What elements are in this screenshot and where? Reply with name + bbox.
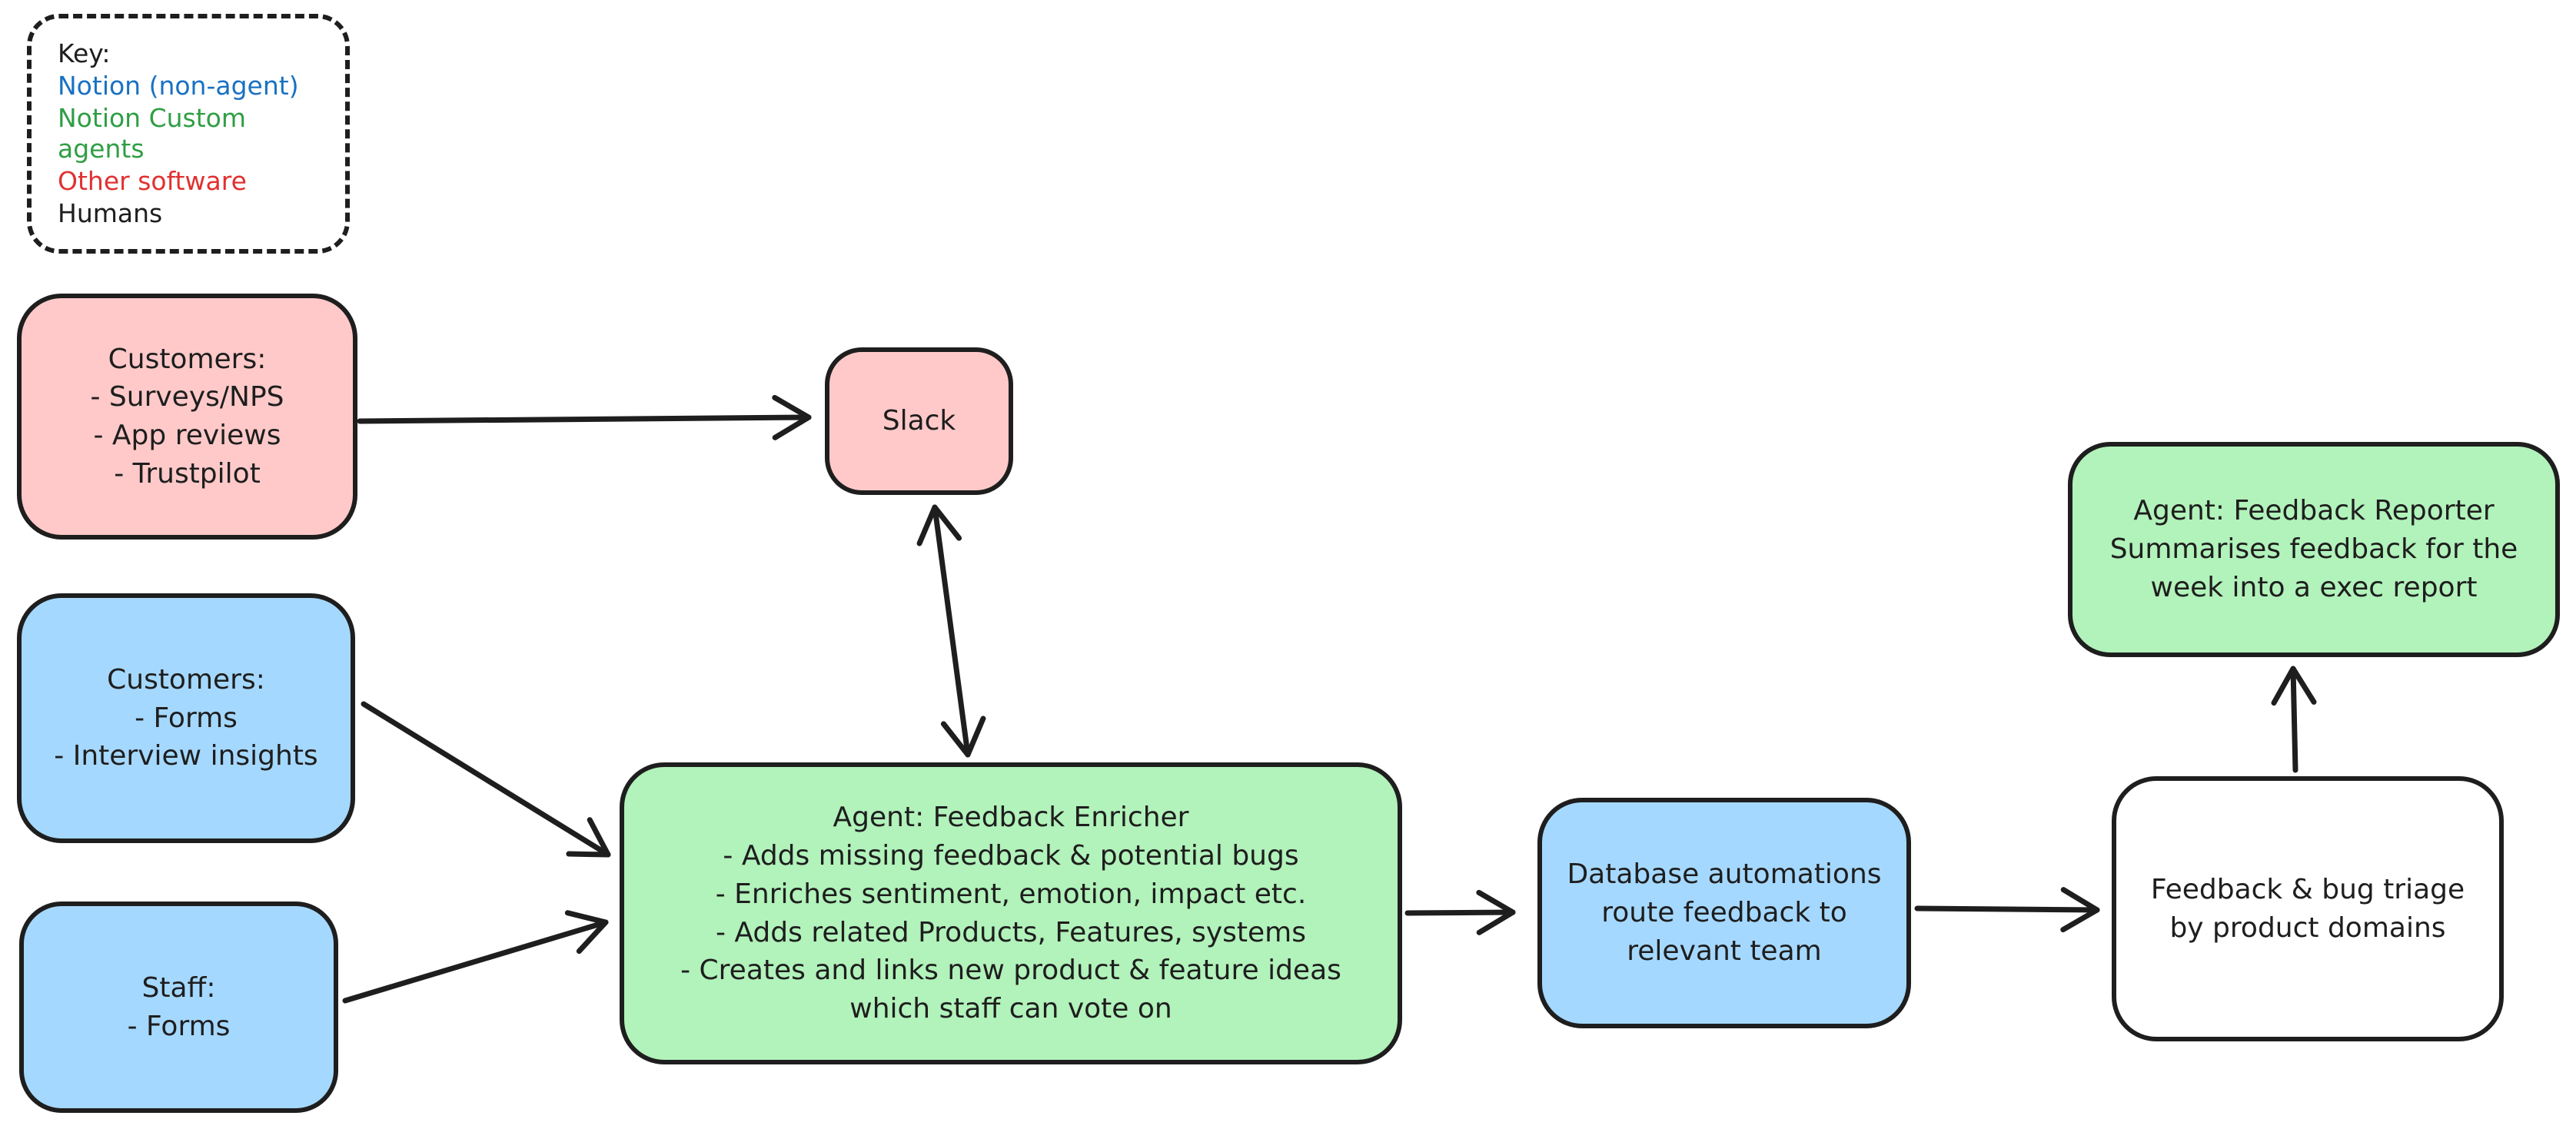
node-staff-forms: Staff: - Forms [19,902,338,1113]
node-text-line: - Creates and links new product & featur… [680,955,1341,987]
arrow-database-to-triage [1914,887,2100,933]
node-feedback-reporter: Agent: Feedback Reporter Summarises feed… [2068,442,2560,657]
node-customers-forms: Customers: - Forms - Interview insights [17,593,355,843]
node-text-line: Customers: [107,663,265,696]
arrow-enricher-to-database [1404,889,1516,935]
node-text-line: by product domains [2169,912,2446,944]
node-text-line: - Surveys/NPS [90,381,284,413]
node-text-line: Summarises feedback for the [2109,533,2518,566]
node-text-line: Feedback & bug triage [2150,873,2465,905]
node-database-automations: Database automations route feedback to r… [1537,798,1911,1028]
arrow-triage-to-reporter [2271,666,2317,773]
legend-item-humans: Humans [58,198,163,229]
legend-item-notion-non-agent: Notion (non-agent) [58,71,299,101]
node-text-line: - Adds related Products, Features, syste… [715,916,1307,948]
node-text-line: - Forms [135,702,238,734]
node-text-line: Staff: [141,971,216,1004]
node-text-line: - Interview insights [54,740,318,772]
node-customers-sources: Customers: - Surveys/NPS - App reviews -… [17,294,357,540]
node-text-line: - Trustpilot [114,457,261,490]
node-feedback-triage: Feedback & bug triage by product domains [2112,776,2504,1041]
node-text-line: - Adds missing feedback & potential bugs [723,840,1299,872]
node-text-line: Agent: Feedback Enricher [833,802,1189,834]
node-text-line: which staff can vote on [849,992,1172,1024]
node-text-line: route feedback to [1601,897,1847,929]
legend-title: Key: [58,38,111,68]
arrow-customers-forms-to-enricher [361,701,611,858]
legend-item-other-software: Other software [58,166,247,197]
node-text-line: week into a exec report [2150,571,2478,603]
arrow-slack-enricher-bidirectional [916,504,986,758]
node-text-line: Customers: [108,343,267,375]
node-feedback-enricher: Agent: Feedback Enricher - Adds missing … [620,762,1402,1064]
legend-item-notion-custom-agents: Notion Custom agents [58,103,247,164]
arrow-customers-sources-to-slack [357,394,812,440]
node-text-line: relevant team [1627,935,1822,967]
node-text-line: - Enriches sentiment, emotion, impact et… [715,878,1307,910]
node-text-line: - App reviews [93,420,281,451]
node-text-line: Database automations [1567,858,1882,891]
node-text-line: Slack [882,405,956,437]
node-text-line: Agent: Feedback Reporter [2133,495,2495,527]
node-slack: Slack [825,347,1013,495]
key-legend: Key: Notion (non-agent) Notion Custom ag… [27,14,350,254]
arrow-staff-to-enricher [342,910,609,1004]
node-text-line: - Forms [127,1010,231,1042]
